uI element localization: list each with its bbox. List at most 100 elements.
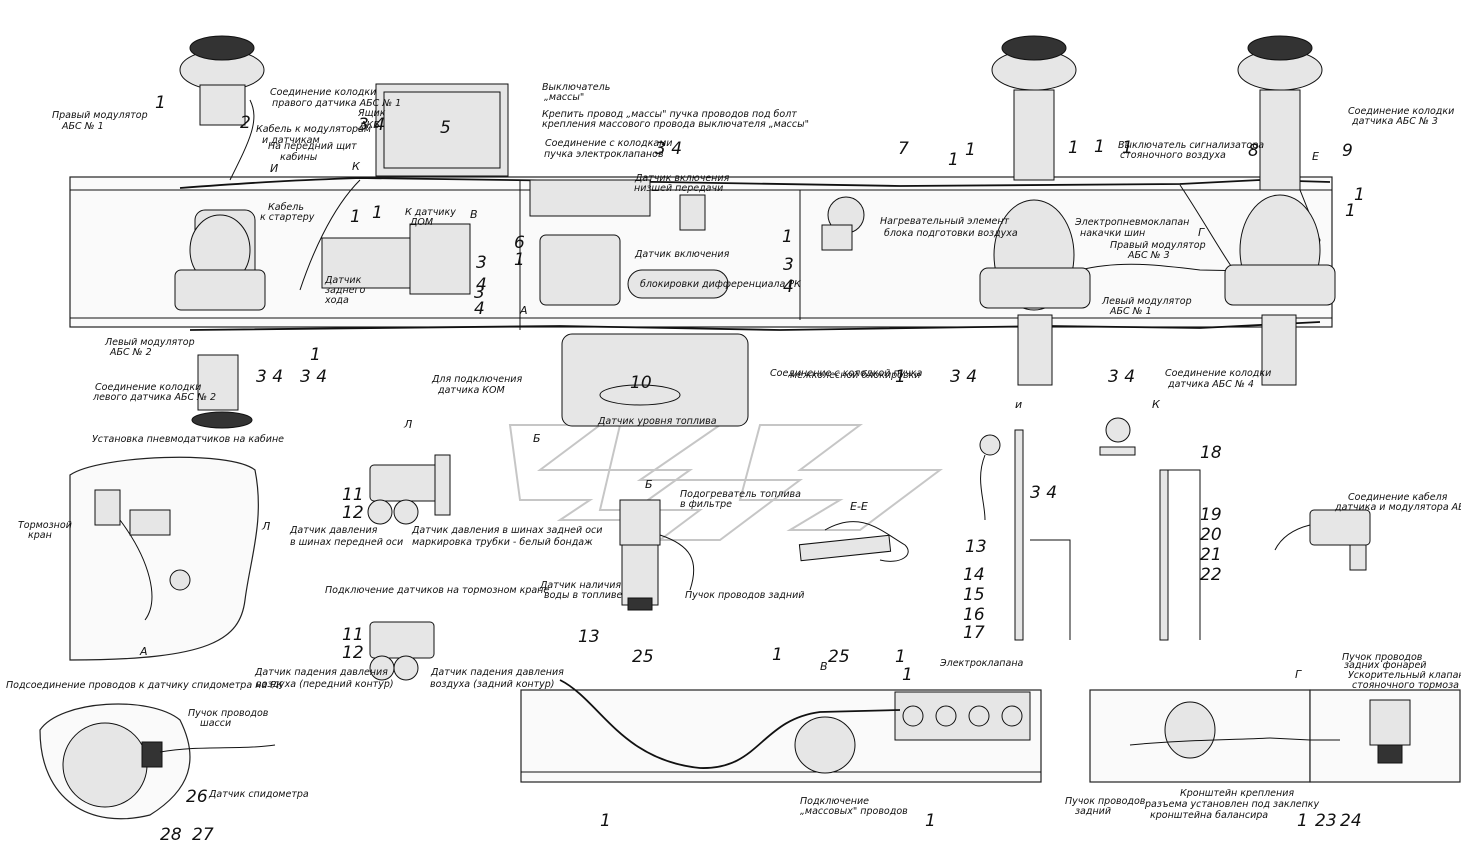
section-letter: В [470, 208, 478, 221]
part-number: 2 [240, 113, 251, 133]
part-number: 3 4 [358, 115, 385, 135]
part-number: 13 [965, 537, 987, 557]
part-number: 10 [630, 373, 652, 393]
section-letter: и [1015, 398, 1022, 411]
callout-label: Датчик включения [634, 249, 730, 260]
rear-axle-2 [1224, 35, 1336, 386]
callout-label: Правый модулятор [52, 110, 148, 121]
callout-label: Датчик [324, 275, 362, 286]
part-number: 28 [160, 825, 182, 845]
callout-label: Ящик [357, 108, 386, 119]
callout-label: Кронштейн крепления [1180, 788, 1294, 799]
callout-label: Соединение кабеля [1348, 492, 1448, 503]
callout-label: „массовых" проводов [800, 806, 908, 817]
callout-label: ДОМ [409, 217, 433, 228]
transmission [321, 179, 729, 306]
callout-label: блокировки дифференциала РК [640, 279, 802, 290]
callout-label: низшей передачи [634, 183, 723, 194]
part-number: 3 4 [256, 367, 283, 387]
part-number: 11 [342, 625, 364, 645]
callout-label: Соединение колодки [95, 382, 201, 393]
callout-label: Пучок проводов [188, 708, 269, 719]
detail-bracket-i [979, 429, 1071, 641]
part-number: 1 [895, 647, 906, 667]
part-number: 1 [350, 207, 361, 227]
wiring-harness [179, 99, 1331, 331]
watermark-logo [508, 424, 943, 541]
callout-label: Электропневмоклапан [1074, 217, 1189, 228]
callout-label: Левый модулятор [104, 337, 195, 348]
section-letter: Б [645, 478, 653, 491]
callout-label: АБС № 3 [1127, 250, 1170, 261]
part-number: 1 [514, 250, 525, 270]
part-number: 1 [965, 140, 976, 160]
part-number: 1 [1094, 137, 1105, 157]
callout-label: АБС № 1 [1109, 306, 1152, 317]
section-letter: И [270, 162, 278, 175]
callout-label: воздуха (передний контур) [256, 679, 394, 690]
part-number: 6 [514, 233, 525, 253]
callout-label: Установка пневмодатчиков на кабине [92, 434, 284, 445]
callout-label: датчика АБС № 3 [1351, 116, 1438, 127]
part-number: 23 [1315, 811, 1337, 831]
part-number: 20 [1200, 525, 1222, 545]
detail-section-EE [798, 521, 909, 562]
detail-L-sensors [367, 454, 451, 525]
part-number: 26 [186, 787, 208, 807]
section-letter: Л [403, 418, 412, 431]
section-letter: А [139, 645, 148, 658]
callout-label: межколесной блокировки [790, 370, 921, 381]
callout-label: маркировка трубки - белый бондаж [412, 537, 593, 548]
callout-label: левого датчика АБС № 2 [92, 392, 216, 403]
section-letter: К [352, 160, 361, 173]
callout-label: Подключение [800, 796, 869, 807]
part-number: 12 [342, 643, 364, 663]
part-number: 12 [342, 503, 364, 523]
callout-label: воздуха (задний контур) [430, 679, 555, 690]
part-number: 1 [310, 345, 321, 365]
callout-label: датчика АБС № 4 [1167, 379, 1254, 390]
section-letter: Л [261, 520, 270, 533]
callout-label: стояночного воздуха [1120, 150, 1226, 161]
callout-label: Пучок проводов [1065, 796, 1146, 807]
section-letter: Б [533, 432, 541, 445]
section-letter: Е-Е [850, 500, 868, 513]
callout-label: „массы" [544, 92, 584, 103]
part-number: 8 [1248, 141, 1259, 161]
callout-label: Выключатель [542, 82, 610, 93]
part-number: 1 [1122, 138, 1133, 158]
callout-label: стояночного тормоза [1352, 680, 1459, 691]
callout-label: Для подключения [431, 374, 522, 385]
callout-label: Пучок проводов задний [685, 590, 804, 601]
detail-view-v [520, 679, 1042, 783]
callout-label: АКБ [359, 120, 380, 131]
callout-label: Датчик давления в шинах задней оси [411, 525, 602, 536]
callout-label: На передний щит [268, 141, 357, 152]
part-number: 11 [342, 485, 364, 505]
part-number: 4 [476, 275, 487, 295]
callout-label: хода [324, 295, 349, 306]
callout-label: шасси [200, 718, 231, 729]
part-number: 17 [963, 623, 985, 643]
section-letter: Г [1198, 226, 1205, 239]
part-number: 22 [1200, 565, 1222, 585]
part-number: 1 [1068, 138, 1079, 158]
callout-label: Кабель [268, 202, 304, 213]
detail-cab-sensors [69, 456, 259, 661]
part-number: 3 4 [1108, 367, 1135, 387]
callout-label: крепления массового провода выключателя … [542, 119, 809, 130]
part-number: 1 [902, 665, 913, 685]
callout-label: Кабель к модуляторам [256, 124, 371, 135]
section-letter: В [820, 660, 828, 673]
callout-label: к стартеру [260, 212, 315, 223]
part-number: 1 [1297, 811, 1308, 831]
part-number: 19 [1200, 505, 1222, 525]
callout-label: в шинах передней оси [290, 537, 403, 548]
callout-label: Ускорительный клапан [1348, 670, 1461, 681]
callout-label: датчика и модулятора АБС [1334, 502, 1461, 513]
front-axle [174, 35, 266, 429]
detail-fuel-filter [619, 499, 695, 611]
callout-label: задних фонарей [1344, 660, 1427, 671]
